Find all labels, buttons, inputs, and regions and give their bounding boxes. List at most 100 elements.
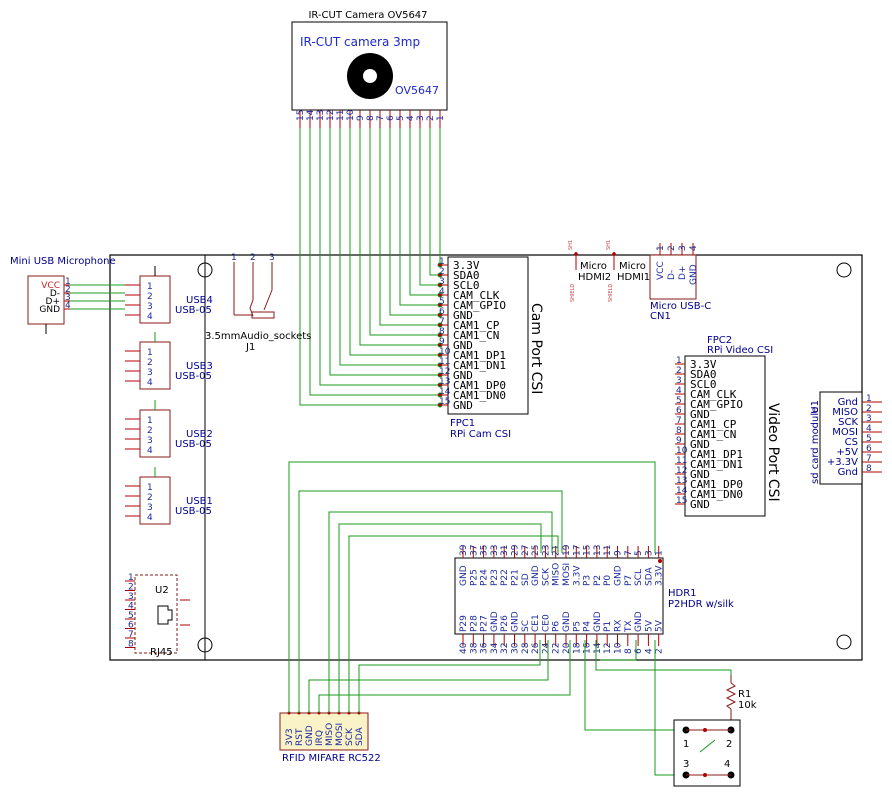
hdr-body [454, 557, 664, 635]
fpc2-pin-number: 11 [676, 456, 687, 466]
fpc2-pin-label: 3.3V [690, 358, 717, 371]
audio-pin-3: 3 [269, 253, 275, 263]
usb-pin-number: 2 [147, 426, 153, 436]
fpc1-pin-number: 5 [439, 297, 445, 307]
camera-wire [329, 128, 440, 376]
camera-pin-number: 1 [436, 115, 446, 121]
hdr-bottom-pin-label: 5V [655, 619, 665, 632]
hdr-bottom-pin-label: GND [634, 611, 644, 632]
fpc2-pin-number: 9 [676, 436, 682, 446]
rfid-pin-label: IRQ [315, 730, 325, 746]
usb-port-name: USB-05 [175, 506, 212, 517]
usb-port-name: USB-05 [175, 305, 212, 316]
hdr-pins: 39GND37P2535P2433P2331P2229P2127SD25GND2… [459, 544, 665, 654]
usbc-pin-label: GND [689, 264, 699, 285]
svg-text:SHIELD: SHIELD [608, 284, 614, 302]
sdcard-pin-label: +3.3V [827, 457, 858, 468]
hdr-bottom-pin-number: 36 [480, 642, 490, 654]
hdr-top-pin-number: 19 [562, 544, 572, 556]
audio-jack-symbol [233, 262, 275, 319]
hdr-bottom-pin-number: 16 [583, 642, 593, 654]
camera-pin-number: 5 [396, 115, 406, 121]
hdr-bottom-pin-label: P28 [469, 615, 479, 632]
hdr-top-pin-number: 39 [459, 544, 469, 556]
hdr-bottom-pin-label: CE0 [541, 614, 551, 632]
fpc1-pin-number: 14 [439, 387, 451, 397]
hdr-top-pin-number: 3 [644, 550, 654, 556]
hdr-bottom-pin-label: P29 [459, 615, 469, 632]
pushbutton-contacts [682, 726, 735, 779]
hdr-top-pin-label: P22 [500, 569, 510, 586]
usb-pin-number: 3 [147, 436, 153, 446]
camera-pin-number: 9 [356, 115, 366, 121]
camera-lens-center [363, 69, 377, 83]
fpc2-pin-number: 7 [676, 416, 682, 426]
fpc1-pin-number: 15 [439, 397, 450, 407]
hdr-bottom-pin-number: 12 [603, 643, 613, 654]
fpc2-pin-label: GND [690, 438, 710, 451]
hdr-top-pin-number: 29 [511, 544, 521, 556]
usbc-pin-number: 2 [667, 245, 677, 251]
fpc1-pin-number: 13 [439, 377, 450, 387]
microphone-pin-number: 4 [65, 301, 71, 311]
usb-pin-number: 4 [147, 378, 153, 388]
fpc1-pin-number: 4 [439, 287, 445, 297]
fpc2-pin-label: CAM1_CP [690, 418, 737, 431]
fpc1-pin-label: CAM_CLK [453, 289, 500, 302]
usbc-pin-label: VCC [656, 261, 666, 280]
sdcard-pin-number: 5 [866, 434, 872, 444]
hdr-bottom-pin-label: GND [593, 611, 603, 632]
svg-text:SH1: SH1 [568, 240, 574, 250]
rfid-pin-label: SDA [355, 727, 365, 746]
svg-text:SHIELD: SHIELD [570, 284, 576, 302]
audio-ref: J1 [245, 342, 255, 353]
fpc1-name: RPi Cam CSI [450, 429, 511, 440]
camera-wire [389, 128, 440, 316]
rj45-pin-number: 4 [128, 602, 134, 612]
hdr-top-pin-number: 21 [552, 545, 562, 556]
fpc2-pin-number: 13 [676, 476, 687, 486]
hdr-bottom-pin-label: GND [490, 611, 500, 632]
usb-pin-number: 1 [147, 282, 153, 292]
hdr-pin1-marker [658, 559, 662, 563]
camera-wire [309, 128, 440, 396]
usb-pin-number: 1 [147, 483, 153, 493]
fpc2-pin-label: CAM_CLK [690, 388, 737, 401]
sdcard-name: sd card module [810, 407, 821, 484]
fpc2-pin-label: GND [690, 408, 710, 421]
button-pin-3: 3 [683, 759, 689, 770]
sdcard-pin-label: SCK [838, 417, 858, 428]
hdr-bottom-pin-label: TX [624, 620, 634, 633]
rfid-pin-label: 3V3 [285, 728, 295, 746]
fpc1-pin-label: SCL0 [453, 279, 480, 292]
hdr-bottom-pin-label: P27 [480, 615, 490, 632]
button-pin-1: 1 [683, 739, 689, 750]
hdr-bottom-pin-number: 20 [562, 642, 572, 654]
microphone-pin-number: 2 [65, 285, 71, 295]
usbc-pin-number: 1 [656, 245, 666, 251]
sdcard-pin-number: 2 [866, 404, 872, 414]
camera-pin-number: 15 [296, 110, 306, 121]
usb-pin-number: 4 [147, 446, 153, 456]
camera-inner-label: IR-CUT camera 3mp [300, 35, 420, 49]
fpc2-pin-label: CAM1_CN [690, 428, 736, 441]
audio-name: 3.5mmAudio_sockets [205, 331, 311, 342]
camera-wire [399, 128, 440, 306]
fpc1-pin-number: 12 [439, 367, 450, 377]
usb-pin-number: 4 [147, 513, 153, 523]
sdcard-pin-label: Gnd [838, 397, 858, 408]
fpc2-pin-number: 4 [676, 386, 682, 396]
usb-port-ref: USB4 [186, 295, 213, 306]
fpc1-pin-number: 2 [439, 267, 445, 277]
hdr-bottom-pin-label: RX [614, 620, 624, 632]
usb-port-name: USB-05 [175, 371, 212, 382]
camera-pin-number: 11 [336, 110, 346, 121]
hdr-bottom-pin-label: P26 [500, 615, 510, 632]
sdcard-body [819, 391, 863, 485]
sdcard-pin-number: 4 [866, 424, 872, 434]
